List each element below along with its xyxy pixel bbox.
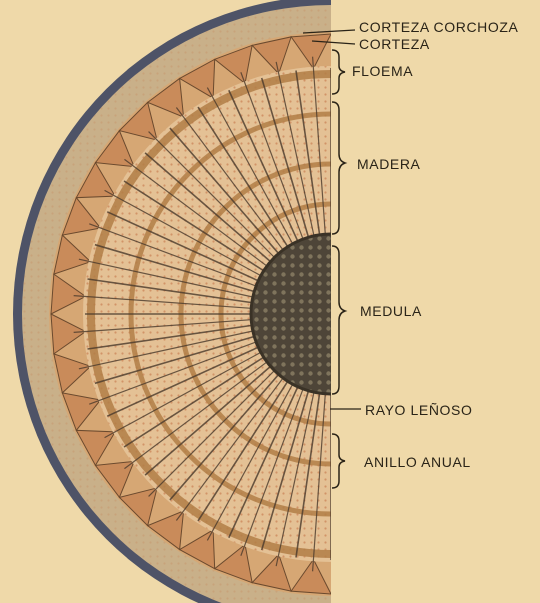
brace-madera bbox=[332, 102, 345, 234]
label-corteza-corchoza: CORTEZA CORCHOZA bbox=[359, 19, 518, 35]
label-madera: MADERA bbox=[357, 156, 421, 172]
label-medula: MEDULA bbox=[360, 303, 422, 319]
brace-medula bbox=[332, 246, 345, 394]
label-rayo-lenoso: RAYO LEÑOSO bbox=[365, 402, 472, 418]
brace-floema bbox=[332, 50, 345, 94]
label-anillo-anual: ANILLO ANUAL bbox=[364, 454, 471, 470]
label-corteza: CORTEZA bbox=[359, 36, 430, 52]
label-floema: FLOEMA bbox=[352, 63, 413, 79]
brace-anillo-anual bbox=[332, 434, 345, 488]
